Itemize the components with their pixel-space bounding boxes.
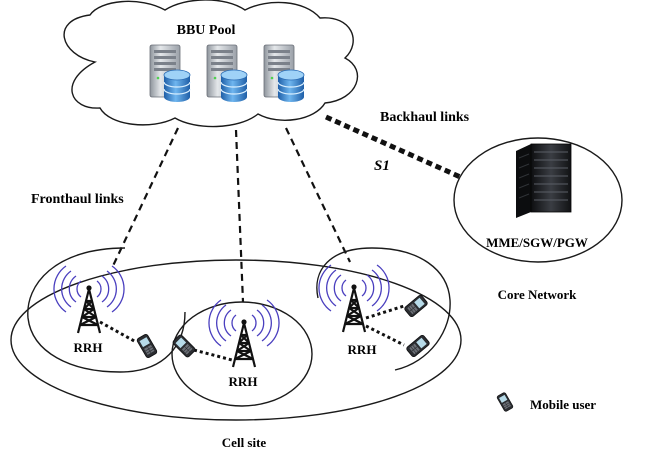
cell-middle — [171, 301, 313, 407]
legend-mobile-phone-icon — [496, 391, 514, 413]
s1-label: S1 — [374, 158, 390, 174]
rack-server-icon — [516, 143, 572, 218]
bbu-pool-label: BBU Pool — [177, 23, 236, 38]
mme-sgw-pgw-label: MME/SGW/PGW — [486, 235, 588, 250]
radio-links — [99, 304, 405, 362]
backhaul-link — [324, 114, 478, 187]
cell-left — [27, 247, 186, 373]
mobile-user-legend-label: Mobile user — [530, 397, 596, 412]
cell-site-label: Cell site — [222, 435, 267, 450]
mobile-phone-icon — [135, 332, 159, 360]
rrh-left-label: RRH — [74, 340, 103, 355]
core-network-label: Core Network — [498, 287, 578, 302]
rrh-tower-icon — [52, 264, 126, 335]
rrh-tower-icon — [317, 263, 391, 334]
rrh-middle-label: RRH — [229, 374, 258, 389]
cell-site-ellipse — [10, 259, 462, 421]
cell-right — [316, 247, 451, 371]
fronthaul-links-label: Fronthaul links — [31, 192, 124, 207]
rrh-right-label: RRH — [348, 342, 377, 357]
fronthaul-links — [111, 127, 351, 303]
mobile-phone-icon — [403, 293, 429, 319]
backhaul-links-label: Backhaul links — [380, 110, 470, 125]
